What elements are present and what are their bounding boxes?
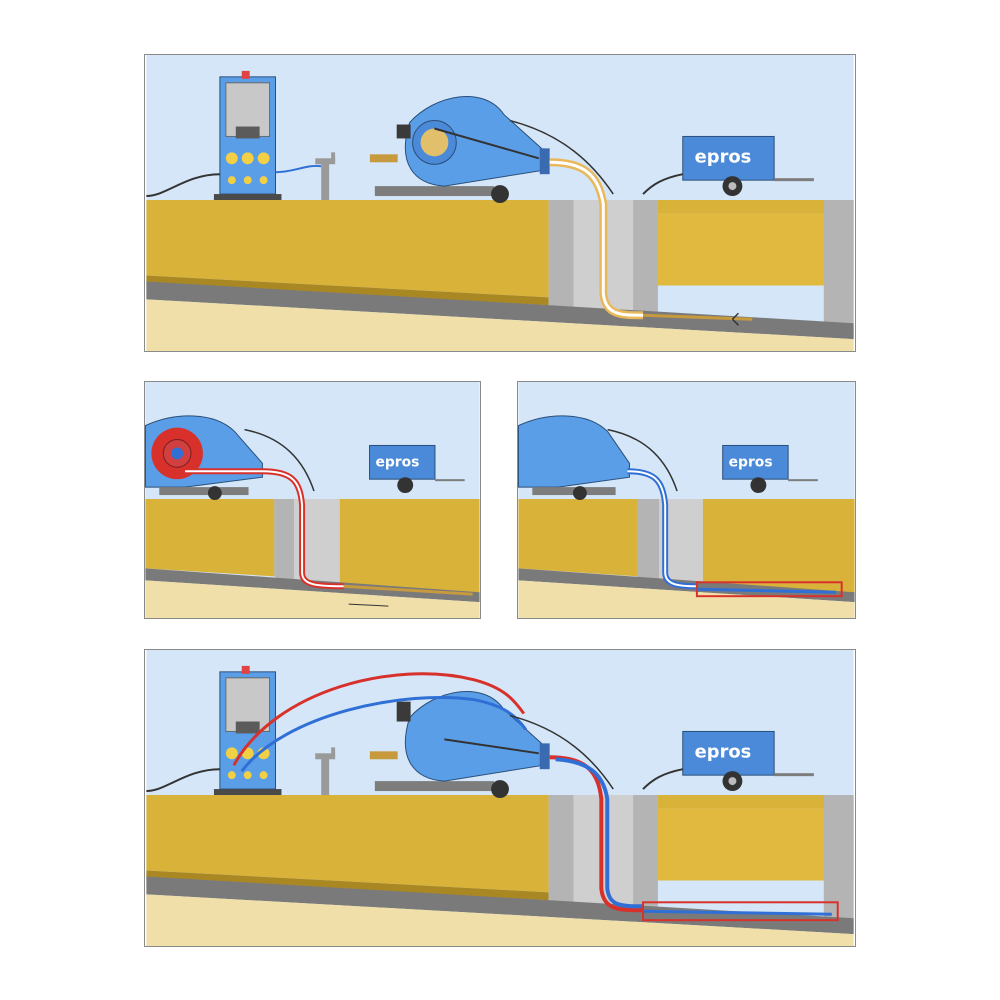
water-tap-icon (315, 152, 336, 201)
trailer-brand: epros (729, 454, 773, 470)
scene-curing-cold: epros (518, 382, 855, 618)
trailer-brand: epros (695, 741, 752, 762)
hot-line (232, 672, 526, 766)
drum-winder-icon (369, 690, 550, 798)
wheel-icon (750, 477, 767, 494)
diagram-panel-curing-cold: epros (517, 381, 856, 619)
ground-base (146, 299, 854, 351)
scene-curing-hot: epros (145, 382, 480, 618)
compressor-trailer-icon: epros (682, 135, 814, 197)
cured-liner (695, 581, 843, 598)
diagram-panel-steam-cure: epros (144, 649, 856, 947)
trailer-brand: epros (375, 454, 419, 470)
sewer-pipe (146, 281, 854, 340)
compressor-trailer-icon: epros (369, 444, 465, 494)
trailer-brand: epros (695, 146, 752, 167)
steam-generator-icon (213, 70, 282, 201)
compressor-trailer-icon: epros (682, 730, 814, 792)
pit-wall-left (548, 200, 574, 316)
compressor-trailer-icon: epros (722, 444, 818, 494)
scene-inversion: epros (146, 55, 854, 351)
steam-generator-icon (213, 665, 282, 796)
diagram-panel-inversion: epros (144, 54, 856, 352)
drum-winder-icon (369, 95, 550, 203)
cold-line (240, 696, 528, 773)
diagram-panel-curing-hot: epros (144, 381, 481, 619)
drum-winder-icon (518, 415, 630, 500)
ground-left (146, 200, 549, 298)
scene-steam-cure: epros (146, 650, 854, 946)
wheel-icon (397, 477, 414, 494)
water-tap-icon (315, 747, 336, 796)
